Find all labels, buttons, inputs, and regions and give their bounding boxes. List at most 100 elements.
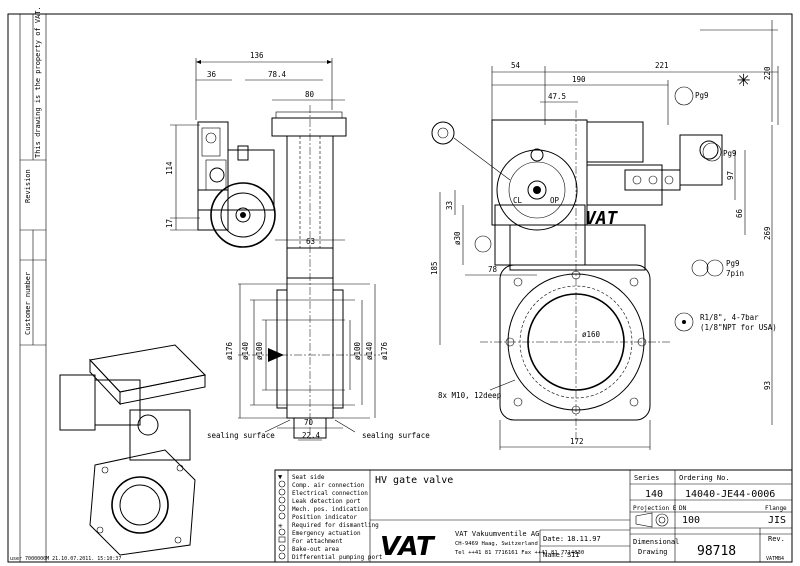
dim-221: 221 — [655, 61, 669, 70]
dn-label: DN — [679, 505, 687, 512]
name-label: Name: — [543, 551, 564, 559]
mech-position-icon — [278, 504, 286, 512]
dismantling-icon: ✳ — [737, 67, 750, 92]
dim-140-left: ø140 — [241, 341, 250, 360]
flange-value: JIS — [768, 515, 786, 526]
leak-detection-icon — [278, 496, 286, 504]
dim-100-left: ø100 — [255, 341, 264, 360]
label-cl: CL — [513, 196, 523, 205]
projection-label: Projection E — [633, 505, 677, 512]
dim-176-right: ø176 — [380, 341, 389, 360]
dim-160: ø160 — [582, 330, 601, 339]
seat-side-icon: ▼ — [278, 473, 283, 481]
air-connection-icon — [431, 121, 455, 145]
legend-item-emergency: Emergency actuation — [292, 530, 361, 537]
dim-100-right: ø100 — [353, 341, 362, 360]
footer-code: VATMB4 — [766, 556, 784, 562]
air-port-line2: (1/8"NPT for USA) — [700, 323, 777, 332]
name-value: SII — [567, 551, 580, 559]
position-indicator-icon — [474, 235, 492, 253]
dim-176-left: ø176 — [225, 341, 234, 360]
dim-97: 97 — [726, 171, 735, 180]
dismantling-legend-icon: ✳ — [278, 521, 283, 530]
drawing-number: 98718 — [697, 544, 736, 559]
dim-63: 63 — [306, 237, 315, 246]
legend-item-seat-side: Seat side — [292, 474, 325, 481]
pg9-mid: Pg9 — [723, 149, 737, 158]
position-indicator-legend-icon — [278, 512, 286, 520]
dim-54: 54 — [511, 61, 521, 70]
legend-icons: ▼ ✳ — [278, 473, 286, 560]
pg9-top: Pg9 — [695, 91, 709, 100]
ordering-label: Ordering No. — [679, 474, 730, 482]
bolt-holes-label: 8x M10, 12deep — [438, 391, 502, 400]
side-strip: This drawing is the property of VAT. Rev… — [19, 6, 47, 563]
dim-114: 114 — [165, 161, 174, 175]
projection-icon — [635, 512, 669, 528]
date-value: 18.11.97 — [567, 535, 601, 543]
dim-17: 17 — [165, 219, 174, 228]
vat-logo: VAT — [380, 532, 436, 562]
legend-item-position-indicator: Position indicator — [292, 514, 357, 521]
legend-item-attachment: For attachment — [292, 538, 343, 545]
dim-47-5: 47.5 — [548, 92, 566, 101]
pin-7: 7pin — [726, 269, 744, 278]
dim-185: 185 — [430, 261, 439, 275]
sealing-surface-left: sealing surface — [207, 431, 275, 440]
legend-item-electrical-connection: Electrical connection — [292, 490, 368, 497]
company-name: VAT Vakuumventile AG — [455, 530, 539, 538]
air-connection-legend-icon — [278, 480, 286, 488]
legend-item-air-connection: Comp. air connection — [292, 482, 365, 489]
doc-type-line2: Drawing — [638, 548, 668, 556]
dim-80: 80 — [305, 90, 315, 99]
title-block — [274, 469, 793, 563]
date-label: Date: — [543, 535, 564, 543]
bake-out-icon — [278, 544, 286, 552]
emergency-icon — [278, 528, 286, 536]
legend-item-bake-out: Bake-out area — [292, 546, 339, 553]
vat-logo-body: VAT — [585, 208, 619, 229]
customer-number-label: Customer number — [24, 272, 32, 335]
pumping-port-icon — [278, 552, 286, 560]
attachment-icon — [278, 536, 286, 543]
footer-user-stamp: user 7000000M 21.10.07.2011. 15:10:37 — [10, 556, 121, 562]
dim-78-4: 78.4 — [268, 70, 287, 79]
dim-22-4: 22.4 — [302, 431, 321, 440]
drawing-title: HV gate valve — [375, 475, 453, 486]
dim-220: 220 — [763, 66, 772, 80]
revision-label: Revision — [24, 169, 32, 203]
dim-93: 93 — [763, 381, 772, 390]
legend-item-pumping-port: Differential pumping port — [292, 554, 383, 561]
legend-item-dismantling: Required for dismantling — [292, 522, 379, 529]
company-phone: Tel ++41 81 7716161 Fax ++41 81 7714830 — [455, 550, 584, 556]
dim-140-right: ø140 — [365, 341, 374, 360]
series-value: 140 — [645, 489, 663, 500]
legend-item-leak-detection: Leak detection port — [292, 498, 361, 505]
company-address: CH-9469 Haag, Switzerland — [455, 541, 538, 547]
dim-269: 269 — [763, 226, 772, 240]
rev-label: Rev. — [768, 535, 785, 543]
isometric-view — [59, 344, 207, 556]
dim-190: 190 — [572, 75, 586, 84]
dn-value: 100 — [682, 515, 700, 526]
dim-78: 78 — [488, 265, 498, 274]
electrical-connection-icon — [674, 86, 694, 106]
pg9-bottom: Pg9 — [726, 259, 740, 268]
side-view: 136 36 78.4 80 114 17 63 — [165, 51, 430, 441]
electrical-connection-legend-icon — [278, 488, 286, 496]
dim-136: 136 — [250, 51, 264, 60]
doc-type-line1: Dimensional — [633, 538, 679, 546]
dim-66: 66 — [735, 208, 744, 218]
sealing-surface-right: sealing surface — [362, 431, 430, 440]
legend-item-mech-position: Mech. pos. indication — [292, 506, 368, 513]
dim-30: ø30 — [453, 231, 462, 245]
air-port-line1: R1/8", 4-7bar — [700, 313, 759, 322]
ordering-value: 14040-JE44-0006 — [685, 489, 775, 500]
label-op: OP — [550, 196, 560, 205]
property-note: This drawing is the property of VAT. — [34, 6, 42, 158]
front-view: 54 221 190 47.5 220 66 97 269 93 ✳ VAT — [430, 20, 779, 450]
series-label: Series — [634, 474, 659, 482]
dim-172: 172 — [570, 437, 584, 446]
